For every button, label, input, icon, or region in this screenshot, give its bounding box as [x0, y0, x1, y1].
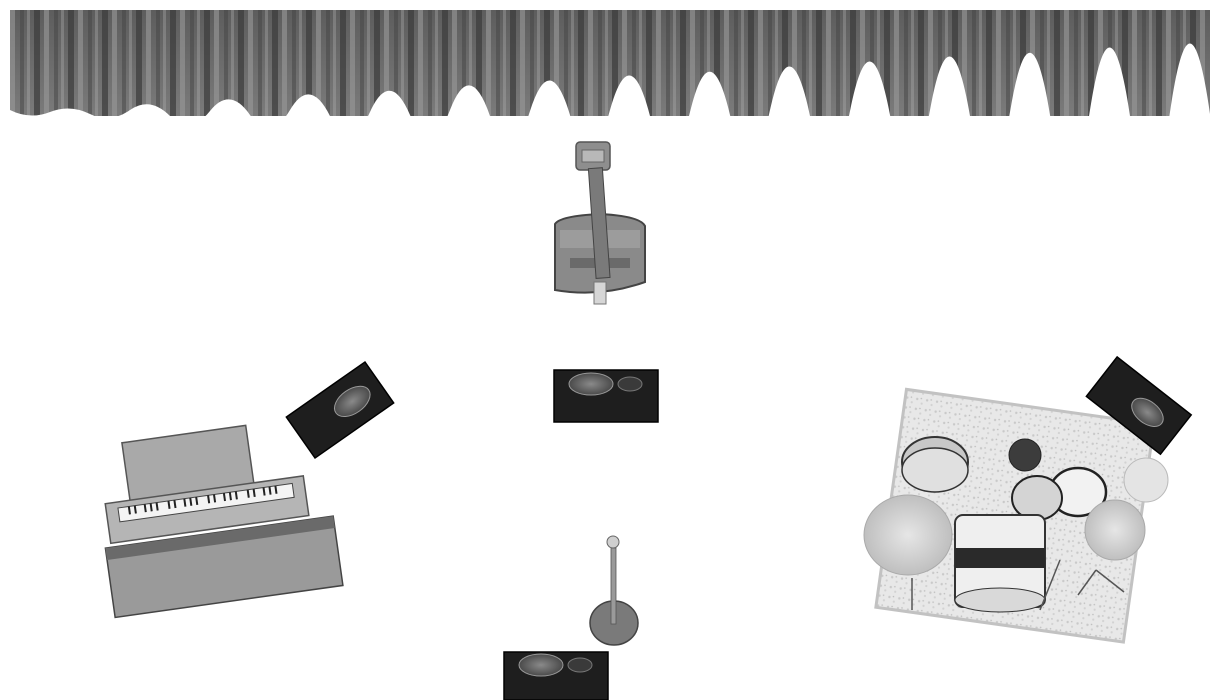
- stage-curtain: [10, 10, 1210, 183]
- floor-monitor-speaker-center: [553, 369, 659, 423]
- drum-kit: [863, 355, 1193, 644]
- floor-monitor-speaker-keyboard: [285, 360, 395, 460]
- floor-monitor-speaker-drums: [1085, 355, 1193, 456]
- microphone-stand: [589, 535, 639, 646]
- floor-monitor-speaker-front: [503, 651, 609, 700]
- amplifier-with-stand: [554, 141, 646, 305]
- keyboard-organ: [104, 424, 344, 619]
